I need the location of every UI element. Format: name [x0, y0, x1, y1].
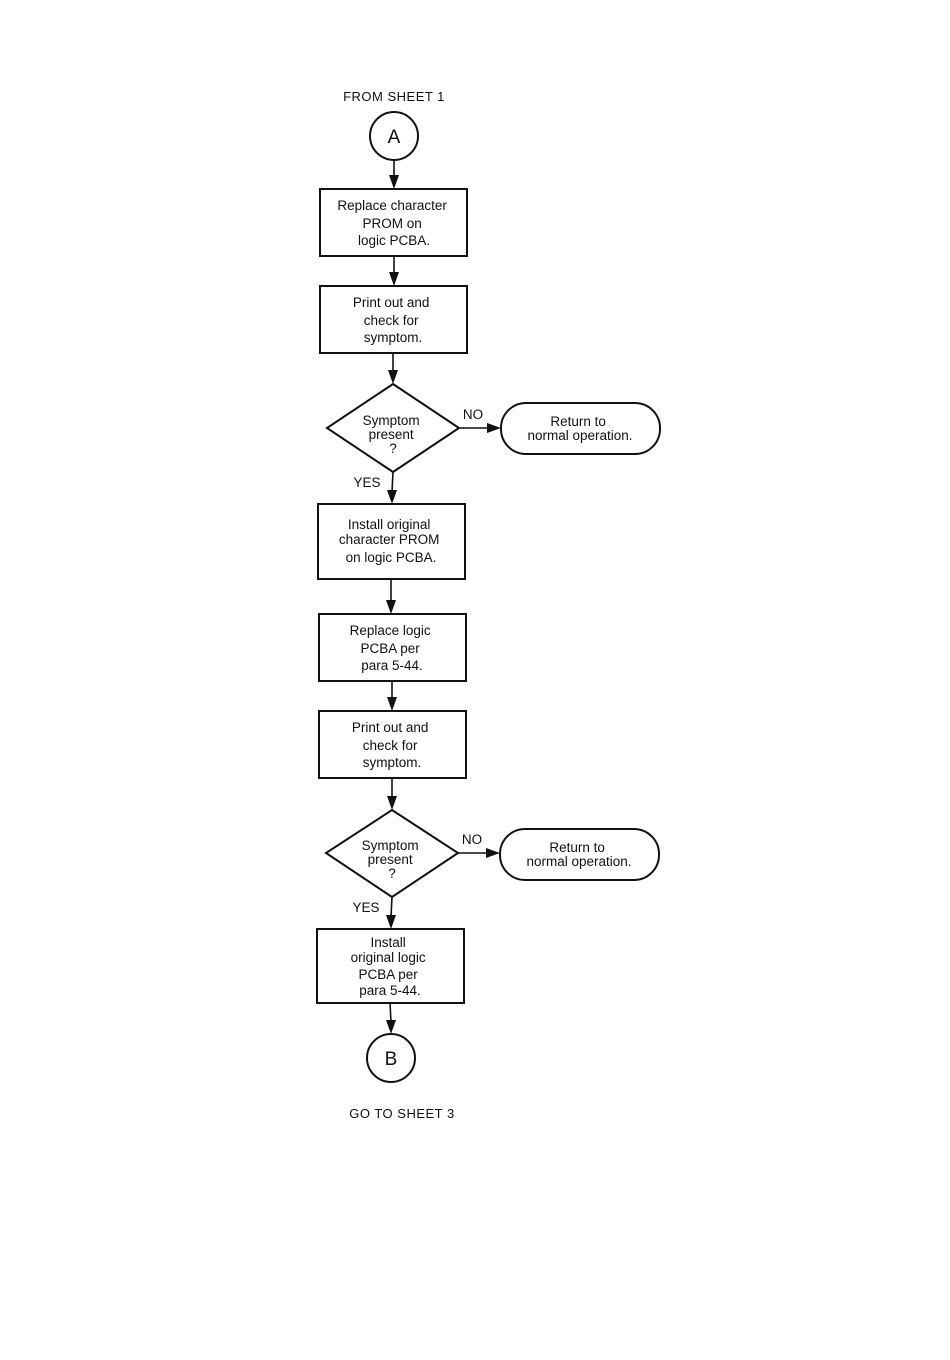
step-text-line: symptom. [364, 330, 423, 345]
arrow-decision-1-no [459, 423, 501, 433]
step-text-line: Replace logic [350, 623, 431, 638]
terminal-text-line: normal operation. [527, 428, 632, 443]
arrow-install-pcba-to-b [386, 1002, 396, 1034]
step-text-line: on logic PCBA. [346, 550, 437, 565]
step-text-line: Replace character [337, 198, 447, 213]
connector-b: B [366, 1033, 416, 1083]
svg-text:Print out and check for: Print out and check for symptom. [353, 295, 433, 345]
arrow-print-to-decision-1 [388, 353, 398, 384]
svg-text:Replace character PROM o: Replace character PROM on logic PCBA. [337, 198, 450, 248]
svg-text:Install original charact: Install original character PROM on logic… [339, 517, 443, 565]
terminal-return-1: Return to normal operation. [500, 402, 661, 455]
step-text-line: Print out and [353, 295, 430, 310]
decision-2-no-label: NO [462, 832, 482, 847]
arrow-decision-2-no [458, 848, 500, 858]
step-text-line: Install original [348, 517, 431, 532]
arrow-decision-2-yes [386, 896, 396, 929]
step-install-original-prom: Install original character PROM on logic… [317, 503, 466, 580]
arrow-a-to-replace-prom [389, 160, 399, 189]
decision-text-line: present [368, 852, 413, 867]
step-print-check-2: Print out and check for symptom. [318, 710, 467, 779]
decision-1-no-label: NO [463, 407, 483, 422]
terminal-return-2: Return to normal operation. [499, 828, 660, 881]
step-text-line: para 5-44. [361, 658, 423, 673]
svg-text:Return to normal operati: Return to normal operation. [527, 414, 632, 443]
svg-text:Print out and check for: Print out and check for symptom. [352, 720, 432, 770]
step-text-line: Install [370, 935, 405, 950]
step-text-line: check for [364, 313, 419, 328]
step-text-line: PROM on [362, 216, 421, 231]
decision-2-yes-label: YES [352, 900, 379, 915]
svg-text:Symptom present ?: Symptom present ? [362, 838, 423, 881]
step-text-line: para 5-44. [359, 983, 421, 998]
terminal-text-line: Return to [550, 414, 606, 429]
step-text-line: character PROM [339, 532, 440, 547]
from-sheet-label: FROM SHEET 1 [343, 89, 445, 104]
decision-symptom-1: Symptom present ? [325, 382, 461, 474]
arrow-install-prom-to-replace-pcba [386, 579, 396, 614]
decision-text-line: Symptom [362, 838, 419, 853]
svg-text:Replace logic PCBA per: Replace logic PCBA per para 5-44. [350, 623, 435, 673]
svg-text:Symptom present ?: Symptom present ? [363, 413, 424, 456]
step-text-line: PCBA per [358, 967, 418, 982]
step-text-line: check for [363, 738, 418, 753]
decision-text-line: Symptom [363, 413, 420, 428]
connector-a: A [369, 111, 419, 161]
connector-b-letter: B [385, 1049, 398, 1070]
step-text-line: logic PCBA. [358, 233, 430, 248]
step-text-line: symptom. [363, 755, 422, 770]
terminal-text-line: Return to [549, 840, 605, 855]
goto-sheet-label: GO TO SHEET 3 [349, 1106, 454, 1121]
step-text-line: original logic [351, 950, 426, 965]
arrow-print-to-decision-2 [387, 778, 397, 810]
arrow-decision-1-yes [387, 471, 397, 504]
decision-text-line: present [369, 427, 414, 442]
arrow-replace-pcba-to-print [387, 681, 397, 711]
step-install-original-pcba: Install original logic PCBA per para 5-4… [316, 928, 465, 1004]
svg-text:Return to normal operati: Return to normal operation. [526, 840, 631, 869]
svg-text:Install original logic: Install original logic PCBA per para 5-4… [351, 935, 430, 998]
step-text-line: PCBA per [360, 641, 420, 656]
terminal-text-line: normal operation. [526, 854, 631, 869]
decision-1-yes-label: YES [353, 475, 380, 490]
arrow-replace-prom-to-print [389, 256, 399, 286]
step-replace-prom: Replace character PROM on logic PCBA. [319, 188, 468, 257]
step-text-line: Print out and [352, 720, 429, 735]
decision-symptom-2: Symptom present ? [324, 808, 460, 899]
decision-text-line: ? [388, 866, 396, 881]
connector-a-letter: A [388, 127, 401, 148]
decision-text-line: ? [389, 441, 397, 456]
step-print-check-1: Print out and check for symptom. [319, 285, 468, 354]
step-replace-pcba: Replace logic PCBA per para 5-44. [318, 613, 467, 682]
